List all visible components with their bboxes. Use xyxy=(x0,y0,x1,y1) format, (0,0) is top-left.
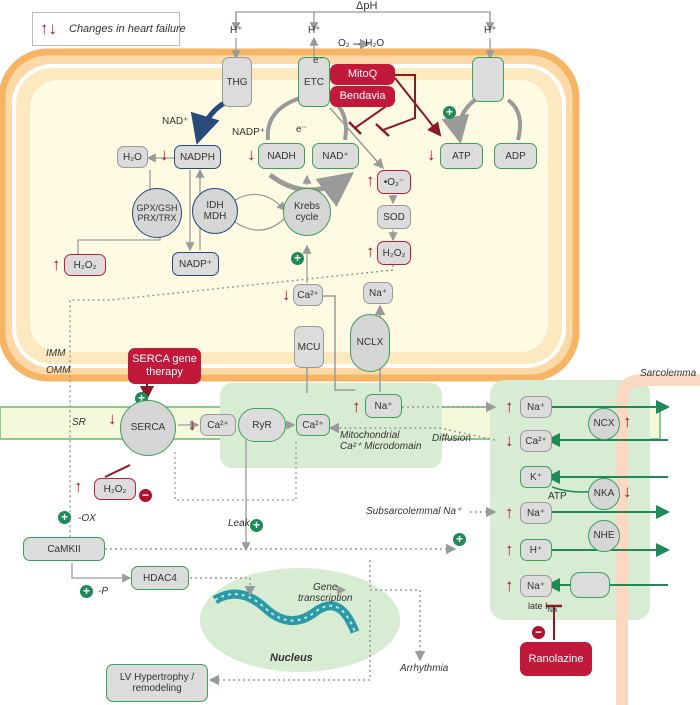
diffusion-label: Diffusion xyxy=(432,433,471,444)
activation-plus-icon: + xyxy=(58,511,71,524)
activation-plus-icon: + xyxy=(80,585,93,598)
up-arrow-icon: ↑ xyxy=(623,412,632,431)
serca-pump: SERCA xyxy=(120,400,176,456)
adp-box: ADP xyxy=(494,143,537,169)
up-arrow-icon: ↑ xyxy=(52,255,61,274)
down-arrow-icon: ↓ xyxy=(282,285,291,304)
proton-label-atp: H⁺ xyxy=(484,25,497,36)
late-ina-label: late INa xyxy=(528,601,558,614)
activation-plus-icon: + xyxy=(443,106,456,119)
sr-label: SR xyxy=(72,417,86,428)
activation-plus-icon: + xyxy=(453,533,466,546)
hdac4-box: HDAC4 xyxy=(131,566,189,590)
nadph-box: NADPH xyxy=(174,145,221,169)
activation-plus-icon: + xyxy=(250,519,263,532)
delta-ph-label: ΔpH xyxy=(356,0,378,12)
krebs-cycle-circle: Krebs cycle xyxy=(283,188,331,236)
down-arrow-icon: ↓ xyxy=(427,145,436,164)
inhibition-minus-icon: − xyxy=(139,489,152,502)
nadh-box: NADH xyxy=(258,143,305,169)
ca-mito-box: Ca²⁺ xyxy=(293,284,323,306)
inhibition-minus-icon: − xyxy=(532,626,545,639)
idh-mdh-circle: IDH MDH xyxy=(192,188,238,234)
up-arrow-icon: ↑↓ xyxy=(40,19,57,38)
atp-label: ATP xyxy=(548,491,567,502)
arrhythmia-label: Arrhythmia xyxy=(400,663,449,674)
down-arrow-icon: ↓ xyxy=(188,415,197,434)
sarcolemma-label: Sarcolemma xyxy=(640,368,697,379)
ncx-exchanger: NCX xyxy=(588,408,620,440)
up-arrow-icon: ↑ xyxy=(505,540,514,559)
h-sarc-box: H⁺ xyxy=(520,539,552,561)
atp-synthase-complex xyxy=(472,57,504,102)
proton-label-thg: H⁺ xyxy=(230,25,243,36)
h2o2-left-box: H₂O₂ xyxy=(64,254,106,276)
lv-hypertrophy-box: LV Hypertrophy / remodeling xyxy=(106,664,208,702)
up-arrow-icon: ↑ xyxy=(366,171,375,190)
imm-label: IMM xyxy=(46,348,66,359)
sarcolemma-membrane xyxy=(616,374,700,705)
up-arrow-icon: ↑ xyxy=(505,576,514,595)
ranolazine-drug: Ranolazine xyxy=(520,642,592,676)
ryr-channel: RyR xyxy=(238,408,286,442)
legend-box: ↑↓ Changes in heart failure xyxy=(32,12,186,46)
up-arrow-icon: ↑ xyxy=(505,397,514,416)
nka-pump: NKA xyxy=(588,478,620,510)
h2o2-mito-box: H₂O₂ xyxy=(377,241,411,265)
na-sarc-box-2: Na⁺ xyxy=(520,502,552,524)
nclx-channel: NCLX xyxy=(350,314,390,372)
mcu-channel: MCU xyxy=(294,326,324,368)
mitoq-drug: MitoQ xyxy=(330,64,395,85)
up-arrow-icon: ↑ xyxy=(74,477,83,496)
down-arrow-icon: ↓ xyxy=(623,482,632,501)
k-sarc-box: K⁺ xyxy=(520,466,552,488)
omm-label: OMM xyxy=(46,365,71,376)
late-ina-channel xyxy=(570,572,610,598)
legend-text: Changes in heart failure xyxy=(69,23,186,35)
activation-plus-icon: + xyxy=(291,252,304,265)
h2o2-cyto-box: H₂O₂ xyxy=(94,478,136,500)
up-arrow-icon: ↑ xyxy=(352,397,361,416)
nad-plus-outer-label: NAD⁺ xyxy=(162,116,189,127)
superoxide-box: •O₂⁻ xyxy=(377,170,411,194)
o2-to-h2o-label: O₂ → H₂O xyxy=(338,38,385,49)
na-mito-box: Na⁺ xyxy=(363,282,393,304)
phosphorylation-label: -P xyxy=(98,586,108,597)
proton-label-etc: H⁺ xyxy=(308,25,321,36)
serca-gene-therapy-drug: SERCA gene therapy xyxy=(128,348,201,384)
up-arrow-icon: ↑ xyxy=(366,242,375,261)
camkii-box: CaMKII xyxy=(23,537,105,561)
ca-sarc-box: Ca²⁺ xyxy=(520,430,552,452)
h2o-box: H₂O xyxy=(117,146,148,168)
down-arrow-icon: ↓ xyxy=(160,145,169,164)
gene-transcription-label: Gene transcription xyxy=(298,582,353,604)
electron-label-1: e⁻ xyxy=(313,55,324,66)
etc-complex: ETC xyxy=(298,57,330,107)
microdomain-label: Mitochondrial Ca²⁺ Microdomain xyxy=(340,430,422,452)
nad-plus-box: NAD⁺ xyxy=(312,143,359,169)
ca-sr-box: Ca²⁺ xyxy=(200,414,236,436)
na-sarc-box-3: Na⁺ xyxy=(520,575,552,597)
ca-microdomain-box: Ca²⁺ xyxy=(296,414,330,436)
down-arrow-icon: ↓ xyxy=(505,431,514,450)
atp-box: ATP xyxy=(440,143,483,169)
leak-label: Leak xyxy=(228,518,250,529)
na-cyto-box: Na⁺ xyxy=(365,394,402,418)
down-arrow-icon: ↓ xyxy=(108,409,117,428)
subsarcolemmal-na-label: Subsarcolemmal Na⁺ xyxy=(366,506,462,517)
nadp-plus-label: NADP⁺ xyxy=(232,127,266,138)
bendavia-drug: Bendavia xyxy=(330,86,395,107)
sod-box: SOD xyxy=(377,205,411,229)
nucleus-label: Nucleus xyxy=(270,652,313,664)
nadp-plus-box: NADP⁺ xyxy=(172,252,219,276)
nhe-exchanger: NHE xyxy=(588,520,620,552)
gpx-gsh-circle: GPX/GSH PRX/TRX xyxy=(132,188,182,238)
down-arrow-icon: ↓ xyxy=(247,145,256,164)
up-arrow-icon: ↑ xyxy=(505,503,514,522)
electron-label-2: e⁻ xyxy=(296,124,307,135)
na-sarc-box-1: Na⁺ xyxy=(520,396,552,418)
oxidation-label: -OX xyxy=(78,513,96,524)
thg-complex: THG xyxy=(222,57,252,107)
